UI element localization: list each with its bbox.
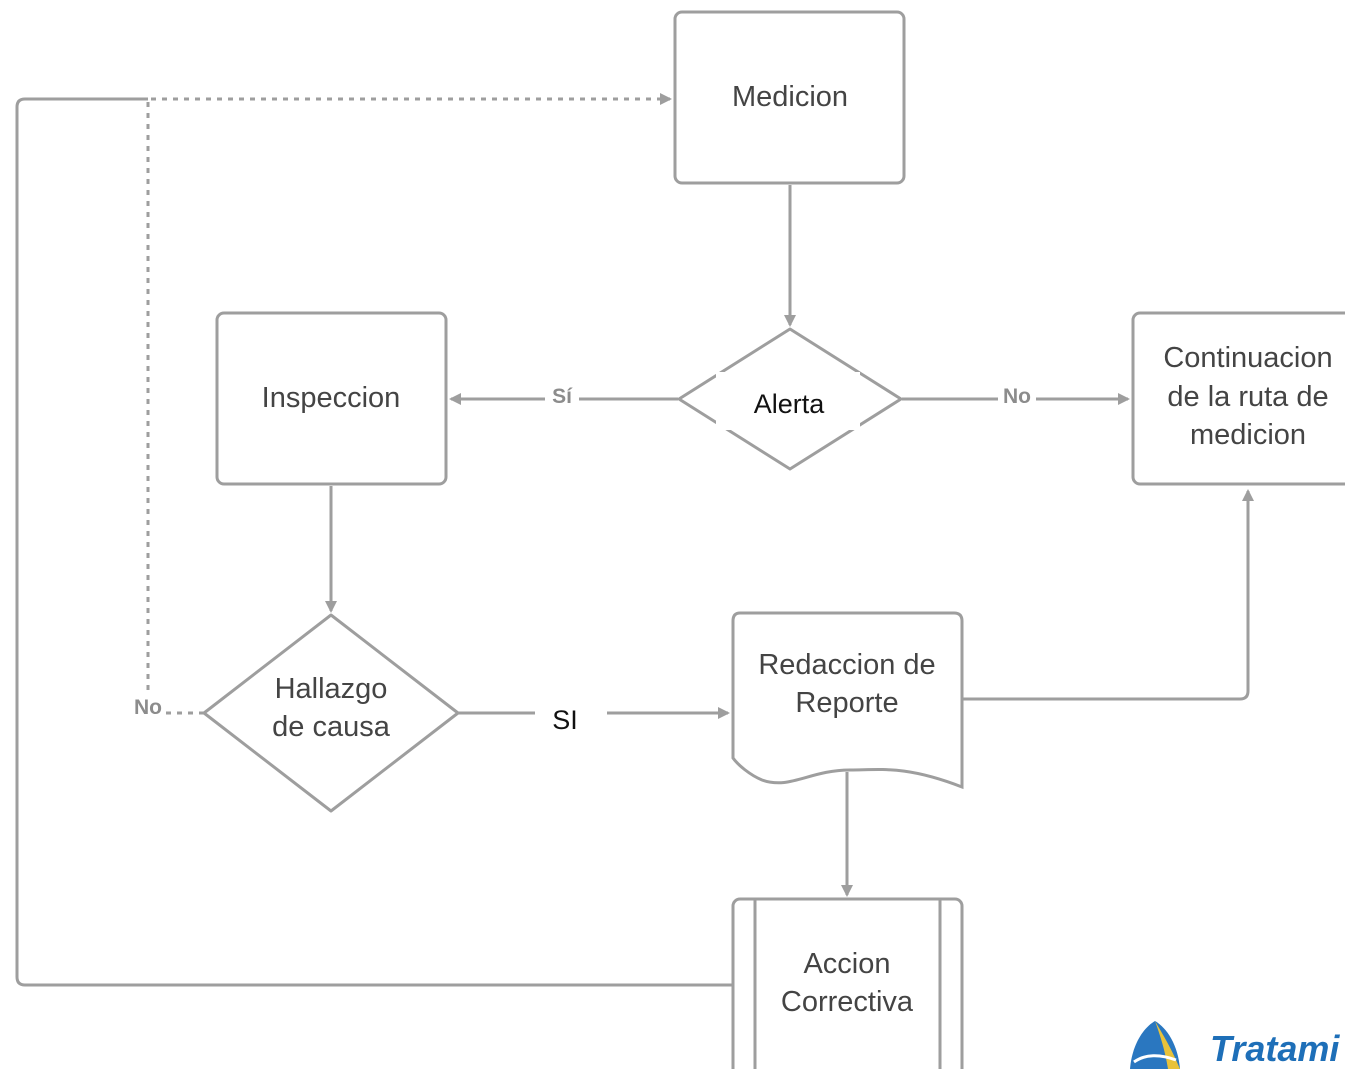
edge-label-hallazgo-no: No	[134, 696, 162, 719]
node-continuacion-line2: de la ruta de	[1167, 381, 1328, 413]
node-hallazgo-line1: Hallazgo	[275, 673, 388, 705]
node-accion[interactable]: Accion Correctiva	[731, 897, 964, 1069]
node-alerta-label: Alerta	[754, 389, 826, 419]
node-continuacion[interactable]: Continuacion de la ruta de medicion	[1131, 311, 1345, 486]
node-accion-line2: Correctiva	[781, 986, 914, 1018]
node-medicion-label: Medicion	[732, 81, 848, 113]
node-medicion[interactable]: Medicion	[673, 10, 906, 185]
edge-label-hallazgo-si: SI	[552, 705, 578, 735]
edge-redaccion-continuacion	[963, 489, 1254, 701]
node-redaccion-line1: Redaccion de	[758, 649, 935, 681]
brand-logo-text: Tratami	[1210, 1028, 1340, 1069]
node-alerta[interactable]: Alerta	[677, 327, 903, 471]
node-hallazgo-line2: de causa	[272, 711, 391, 743]
node-continuacion-line3: medicion	[1190, 419, 1306, 451]
node-inspeccion[interactable]: Inspeccion	[215, 311, 448, 486]
brand-logo: Tratami	[1130, 1021, 1340, 1069]
edge-label-alerta-si: Sí	[552, 385, 573, 408]
node-redaccion-line2: Reporte	[795, 687, 898, 719]
edge-label-alerta-no: No	[1003, 385, 1031, 408]
node-accion-line1: Accion	[803, 948, 890, 980]
node-inspeccion-label: Inspeccion	[262, 382, 401, 414]
node-redaccion[interactable]: Redaccion de Reporte	[731, 611, 964, 790]
node-continuacion-line1: Continuacion	[1163, 342, 1332, 374]
edge-accion-medicion	[15, 97, 733, 987]
node-hallazgo[interactable]: Hallazgo de causa	[202, 613, 460, 813]
